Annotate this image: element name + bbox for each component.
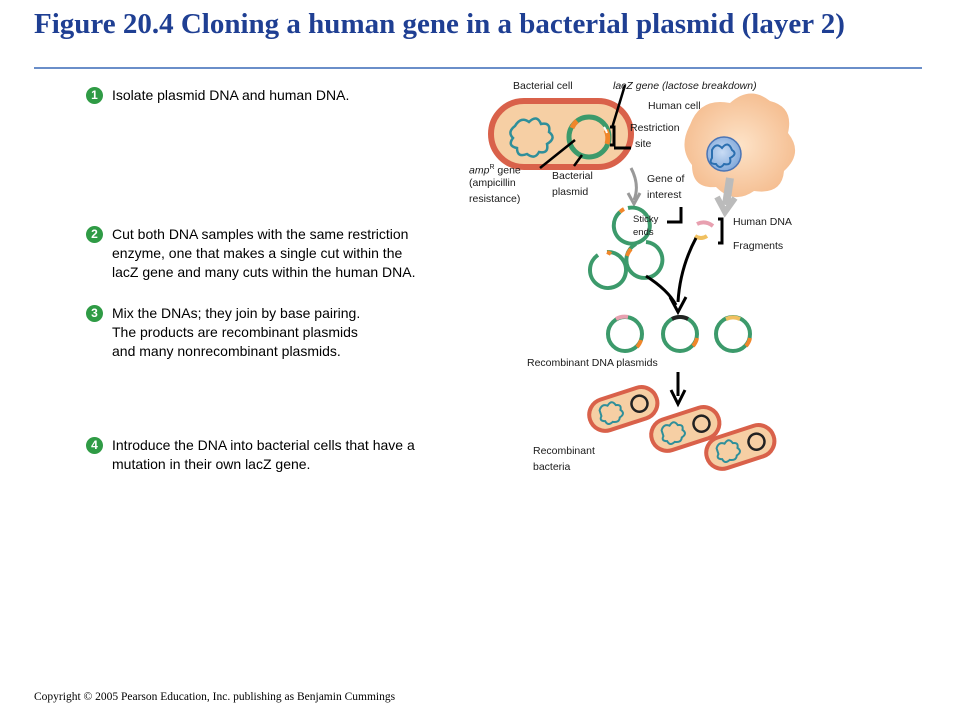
bacterial-plasmid (566, 114, 612, 160)
combine-arrow-shaft (676, 237, 698, 303)
recombinant-bacterium (704, 423, 777, 471)
label-gene-of: Gene of (647, 173, 685, 185)
step-number-badge: 3 (86, 305, 103, 322)
label-ampr-prefix: amp (469, 164, 490, 177)
step-text-line: Mix the DNAs; they join by base pairing. (112, 305, 361, 321)
recombinant-plasmid (661, 315, 699, 353)
label-plasmid: plasmid (552, 186, 589, 198)
step-text-line: lacZ gene and many cuts within the human… (112, 264, 416, 280)
label-recombinant: Recombinant (533, 445, 595, 457)
recombinant-bacterium (587, 385, 660, 433)
transform-arrow-head (669, 389, 687, 408)
recombinant-bacterium (649, 405, 722, 453)
label-ampicillin: (ampicillin (469, 177, 516, 189)
label-ampr-sup: R (489, 164, 495, 171)
step-text-line: mutation in their own lacZ gene. (112, 456, 311, 472)
step-text-line: and many nonrecombinant plasmids. (112, 343, 341, 359)
step-number-badge: 4 (86, 437, 103, 454)
label-human-dna: Human DNA (733, 216, 792, 228)
label-fragments: Fragments (733, 240, 784, 252)
recombinant-plasmid (606, 314, 644, 353)
label-bacterial: Bacterial (552, 170, 593, 182)
step-text-line: Isolate plasmid DNA and human DNA. (112, 87, 350, 103)
human-cell (684, 93, 796, 198)
label-bacteria: bacteria (533, 461, 571, 473)
plasmid-arrow-shaft (629, 167, 638, 201)
open-plasmid (588, 249, 628, 290)
figure-title: Figure 20.4 Cloning a human gene in a ba… (34, 8, 845, 40)
label-sticky: Sticky (633, 214, 659, 225)
step-text-line: enzyme, one that makes a single cut with… (112, 245, 403, 261)
label-ends: ends (633, 227, 654, 238)
fragments-bracket (718, 217, 724, 245)
label-interest: interest (647, 189, 682, 201)
label-lacz-gene: lacZ gene (lactose breakdown) (613, 80, 757, 92)
step-text-line: The products are recombinant plasmids (112, 324, 358, 340)
plasmid-pointer (572, 154, 584, 167)
label-recombinant-plasmids: Recombinant DNA plasmids (527, 357, 658, 369)
human-arrow-shaft (722, 177, 734, 206)
label-restriction-site: site (635, 138, 652, 150)
open-plasmid (611, 205, 652, 246)
title-rule (34, 67, 922, 69)
label-bacterial-cell: Bacterial cell (513, 80, 573, 92)
label-resistance: resistance) (469, 193, 521, 205)
combine-arrow-head (668, 296, 688, 316)
recombinant-plasmid (714, 315, 752, 353)
label-ampr-suffix: gene (494, 164, 521, 177)
label-ampr-gene: ampR gene (469, 161, 521, 178)
step-text-line: Cut both DNA samples with the same restr… (112, 226, 409, 242)
human-dna-fragments (690, 220, 715, 240)
gene-interest-pointer (667, 207, 683, 224)
step-text-line: Introduce the DNA into bacterial cells t… (112, 437, 415, 453)
human-arrow-head (714, 195, 738, 218)
ampr-pointer (539, 139, 576, 169)
open-plasmid (624, 240, 665, 280)
label-restriction: Restriction (630, 122, 680, 134)
copyright-notice: Copyright © 2005 Pearson Education, Inc.… (34, 691, 396, 703)
label-human-cell: Human cell (648, 100, 701, 112)
step-number-badge: 1 (86, 87, 103, 104)
step-number-badge: 2 (86, 226, 103, 243)
lacz-pointer (610, 84, 627, 129)
plasmid-arrow-head (626, 192, 642, 208)
